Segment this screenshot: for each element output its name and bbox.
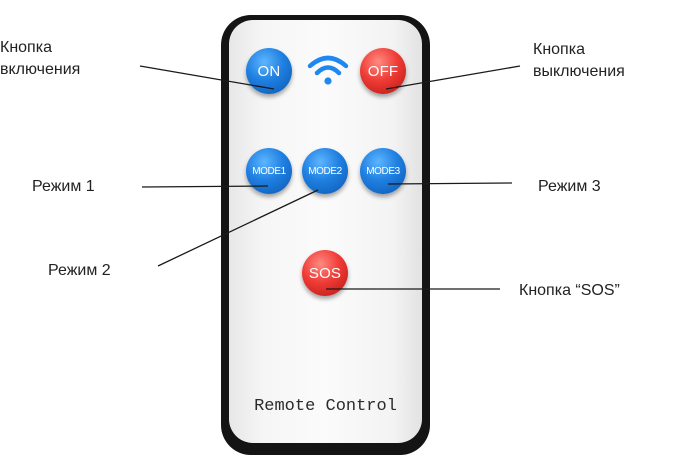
mode2-callout: Режим 2 bbox=[48, 262, 111, 279]
mode1-button-label: MODE1 bbox=[252, 165, 286, 177]
off-button[interactable]: OFF bbox=[360, 48, 406, 94]
on-callout-line1: Кнопка bbox=[0, 39, 52, 56]
mode3-button[interactable]: MODE3 bbox=[360, 148, 406, 194]
mode3-callout: Режим 3 bbox=[538, 178, 601, 195]
off-callout-line1: Кнопка bbox=[533, 41, 585, 58]
mode2-button-label: MODE2 bbox=[308, 165, 342, 177]
mode1-callout-line bbox=[141, 185, 269, 188]
remote-control-label: Remote Control bbox=[254, 397, 397, 416]
mode2-callout-line bbox=[157, 189, 319, 267]
off-button-label: OFF bbox=[367, 62, 399, 80]
off-callout-line bbox=[385, 65, 521, 90]
sos-button-label: SOS bbox=[308, 264, 342, 282]
sos-callout: Кнопка “SOS” bbox=[519, 282, 620, 299]
mode1-callout: Режим 1 bbox=[32, 178, 95, 195]
mode3-callout-line bbox=[387, 182, 513, 185]
on-callout-line bbox=[139, 65, 275, 90]
off-callout: Кнопка выключения bbox=[533, 39, 625, 83]
on-callout: Кнопка включения bbox=[0, 37, 80, 81]
on-button[interactable]: ON bbox=[246, 48, 292, 94]
mode3-button-label: MODE3 bbox=[366, 165, 400, 177]
sos-button[interactable]: SOS bbox=[302, 250, 348, 296]
off-callout-line2: выключения bbox=[533, 63, 625, 80]
mode2-button[interactable]: MODE2 bbox=[302, 148, 348, 194]
wifi-signal-icon bbox=[307, 55, 349, 85]
on-button-label: ON bbox=[257, 62, 281, 80]
on-callout-line2: включения bbox=[0, 61, 81, 78]
